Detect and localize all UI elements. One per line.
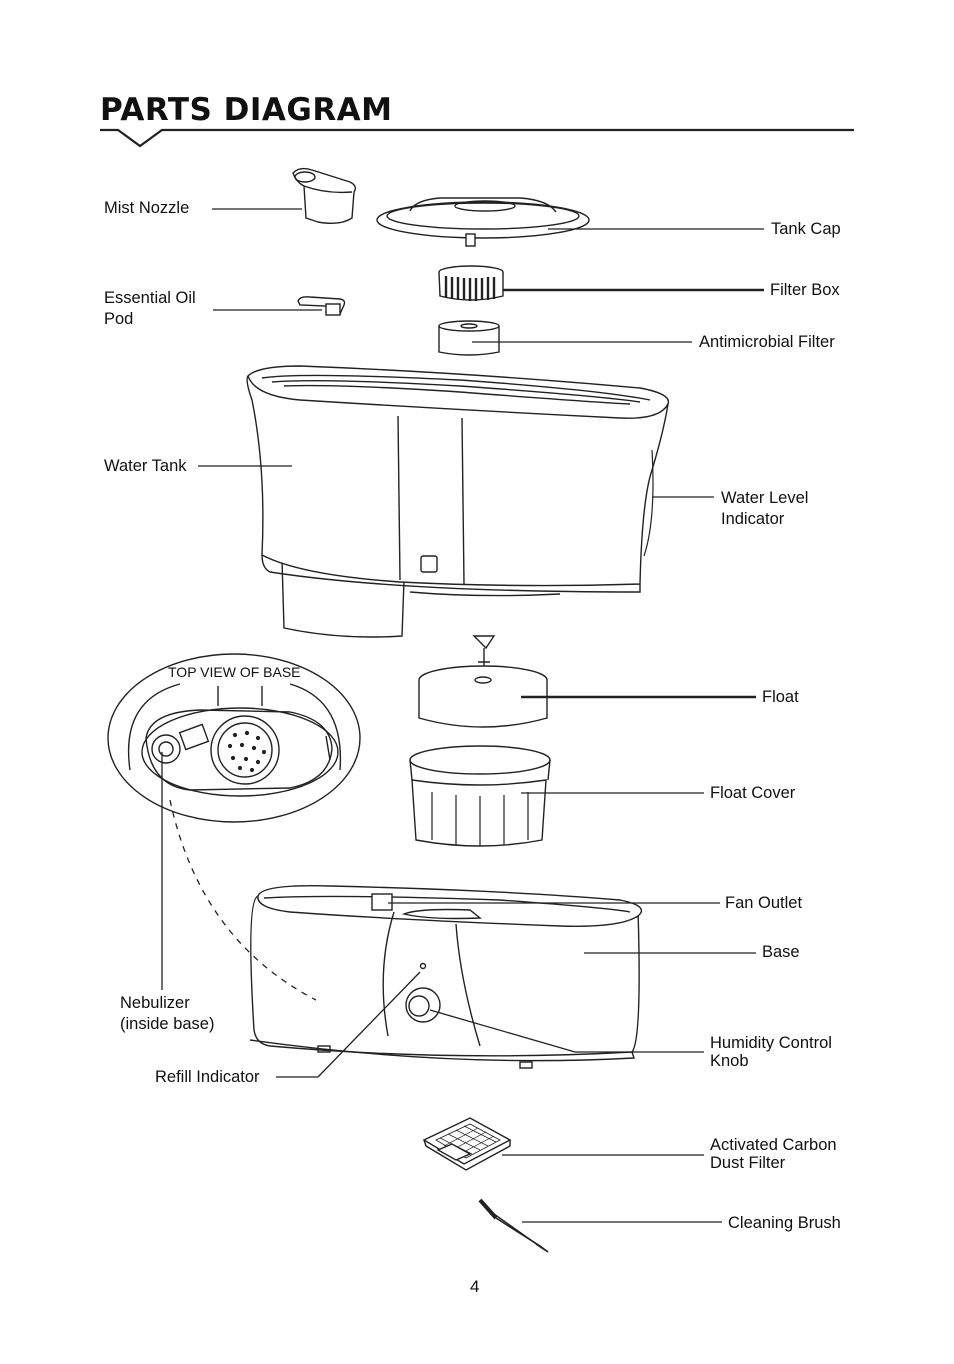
label-water-level-indicator-line2: Indicator (721, 509, 808, 530)
mist-nozzle-illustration (293, 169, 355, 224)
label-nebulizer: Nebulizer (inside base) (120, 993, 214, 1035)
label-fan-outlet: Fan Outlet (725, 893, 802, 914)
label-essential-oil-pod-line1: Essential Oil (104, 288, 196, 309)
title-rule (100, 130, 854, 146)
essential-oil-pod-illustration (298, 297, 345, 315)
label-humidity-control-knob: Humidity Control Knob (710, 1034, 832, 1070)
label-float: Float (762, 687, 799, 708)
filter-box-illustration (439, 266, 503, 301)
label-water-level-indicator: Water Level Indicator (721, 488, 808, 530)
label-antimicrobial-filter: Antimicrobial Filter (699, 332, 835, 353)
label-filter-box: Filter Box (770, 280, 840, 301)
label-nebulizer-line2: (inside base) (120, 1014, 214, 1035)
float-illustration (419, 636, 547, 727)
label-top-view-of-base: TOP VIEW OF BASE (168, 664, 301, 680)
label-activated-carbon-dust-filter-line1: Activated Carbon (710, 1136, 837, 1154)
cleaning-brush-illustration (480, 1200, 548, 1252)
water-tank-illustration (247, 366, 668, 637)
page-number: 4 (470, 1277, 479, 1297)
tank-cap-illustration (377, 198, 589, 246)
base-illustration (250, 886, 641, 1068)
antimicrobial-filter-illustration (439, 321, 499, 355)
label-float-cover: Float Cover (710, 783, 795, 804)
label-refill-indicator: Refill Indicator (155, 1067, 260, 1088)
float-cover-illustration (410, 746, 550, 846)
label-activated-carbon-dust-filter: Activated Carbon Dust Filter (710, 1136, 837, 1172)
label-activated-carbon-dust-filter-line2: Dust Filter (710, 1154, 837, 1172)
label-base: Base (762, 942, 800, 963)
label-water-level-indicator-line1: Water Level (721, 488, 808, 509)
label-water-tank: Water Tank (104, 456, 187, 477)
label-humidity-control-knob-line2: Knob (710, 1052, 832, 1070)
label-mist-nozzle: Mist Nozzle (104, 198, 189, 219)
label-tank-cap: Tank Cap (771, 219, 841, 240)
activated-carbon-dust-filter-illustration (424, 1118, 510, 1170)
label-humidity-control-knob-line1: Humidity Control (710, 1034, 832, 1052)
label-cleaning-brush: Cleaning Brush (728, 1213, 841, 1234)
label-essential-oil-pod: Essential Oil Pod (104, 288, 196, 330)
label-essential-oil-pod-line2: Pod (104, 309, 196, 330)
label-nebulizer-line1: Nebulizer (120, 993, 214, 1014)
